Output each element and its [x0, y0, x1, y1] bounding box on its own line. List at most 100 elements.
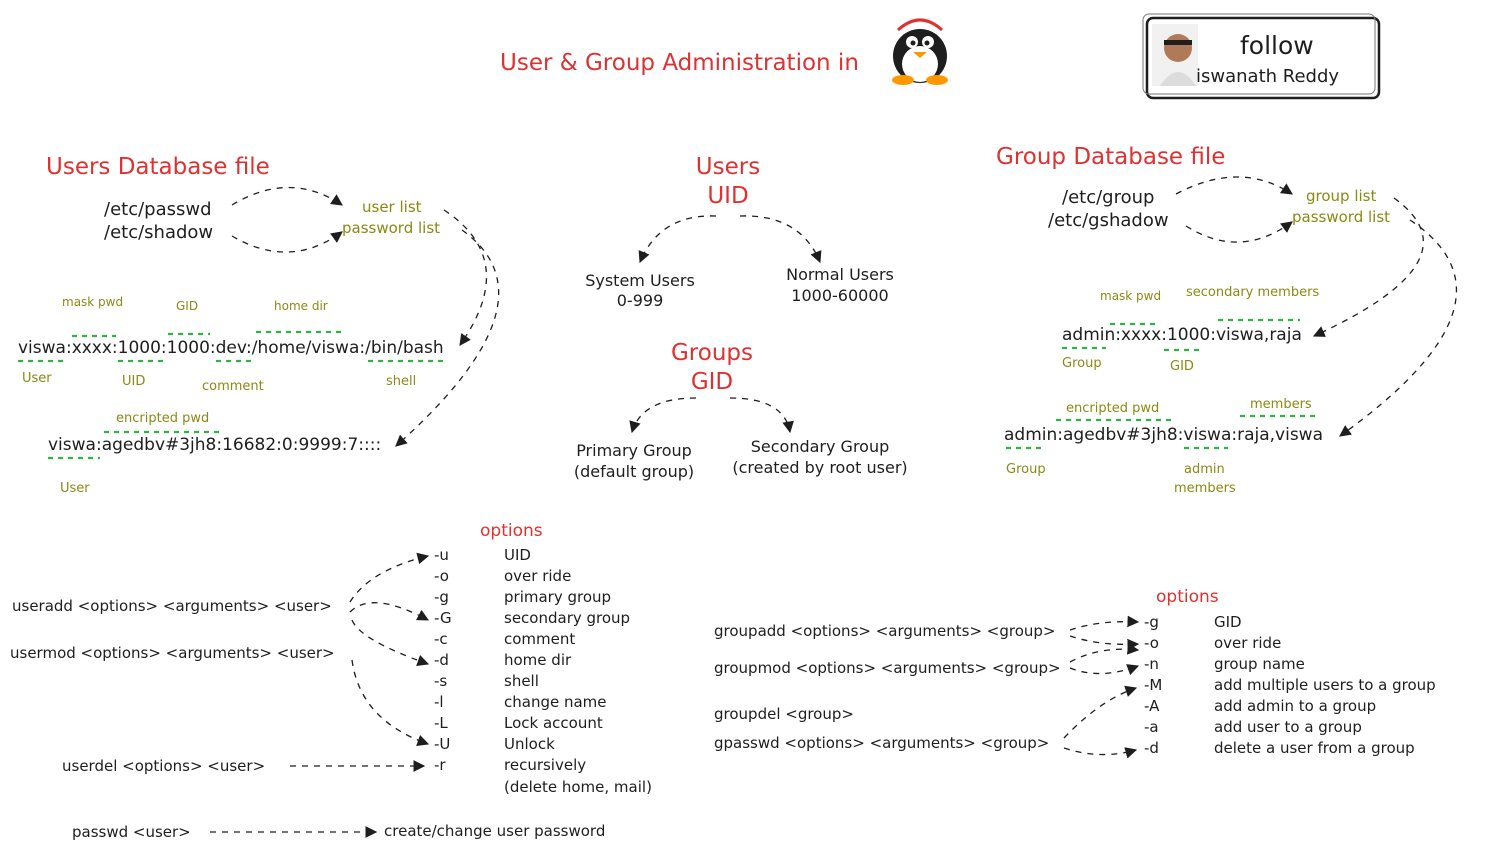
file-gshadow: /etc/gshadow — [1048, 210, 1169, 231]
user-option-desc: change name — [504, 693, 607, 711]
g-label-secondary-members: secondary members — [1186, 285, 1319, 300]
author-name: iswanath Reddy — [1196, 66, 1339, 87]
user-options-list: -u UID -o over ride -g primary group -G seconda… — [434, 546, 630, 774]
userdel-command: userdel <options> <user> — [62, 757, 265, 775]
group-option-desc: group name — [1214, 655, 1305, 673]
group-option-desc: delete a user from a group — [1214, 739, 1415, 757]
label-uid: UID — [122, 374, 145, 389]
user-option-desc: Lock account — [504, 714, 603, 732]
g-label-mask-pwd: mask pwd — [1100, 289, 1161, 303]
group-option-desc: GID — [1214, 613, 1242, 631]
avatar — [1152, 24, 1198, 86]
group-db-title: Group Database file — [996, 144, 1225, 170]
primary-group: Primary Group — [576, 441, 692, 460]
group-entry: admin:xxxx:1000:viswa,raja — [1062, 325, 1302, 345]
g-label-group-2: Group — [1006, 462, 1046, 477]
file-group: /etc/group — [1062, 187, 1154, 208]
user-option-flag: -s — [434, 672, 447, 690]
users-title: Users — [696, 154, 760, 180]
user-option-desc: shell — [504, 672, 539, 690]
passwd-entry: viswa:xxxx:1000:1000:dev:/home/viswa:/bi… — [18, 338, 444, 358]
user-option-desc: secondary group — [504, 609, 630, 627]
group-option-desc: add user to a group — [1214, 718, 1362, 736]
groupdel-command: groupdel <group> — [714, 705, 854, 723]
g-label-encripted-pwd: encripted pwd — [1066, 401, 1159, 416]
password-list-label: password list — [342, 219, 440, 237]
page-title: User & Group Administration in — [500, 50, 859, 76]
r-option-note: (delete home, mail) — [504, 778, 652, 796]
group-options-list: -g GID -o over ride -n group name -M add multip… — [1144, 613, 1436, 757]
group-option-flag: -d — [1144, 739, 1159, 757]
group-option-desc: over ride — [1214, 634, 1281, 652]
users-db-title: Users Database file — [46, 154, 270, 180]
user-option-desc: comment — [504, 630, 575, 648]
g-label-group: Group — [1062, 356, 1102, 371]
user-option-desc: Unlock — [504, 735, 555, 753]
user-option-flag: -r — [434, 756, 446, 774]
useradd-command: useradd <options> <arguments> <user> — [12, 597, 332, 615]
g-label-admin-members: members — [1174, 481, 1236, 496]
user-option-desc: recursively — [504, 756, 586, 774]
system-users-range: 0-999 — [617, 291, 664, 310]
user-option-desc: primary group — [504, 588, 611, 606]
user-option-flag: -L — [434, 714, 448, 732]
user-option-desc: UID — [504, 546, 531, 564]
secondary-group: Secondary Group — [751, 437, 890, 456]
groups-title: Groups — [671, 340, 753, 366]
label-gid: GID — [176, 299, 198, 313]
secondary-group-note: (created by root user) — [732, 458, 907, 477]
user-option-flag: -c — [434, 630, 448, 648]
g-label-admin: admin — [1184, 462, 1225, 477]
groupadd-command: groupadd <options> <arguments> <group> — [714, 622, 1056, 640]
user-list-label: user list — [362, 198, 422, 216]
linux-penguin-icon — [892, 18, 948, 85]
users-uid-title: UID — [707, 183, 748, 209]
group-option-flag: -n — [1144, 655, 1159, 673]
groupmod-command: groupmod <options> <arguments> <group> — [714, 659, 1061, 677]
shadow-entry: viswa:agedbv#3jh8:16682:0:9999:7:::: — [48, 435, 381, 455]
follow-label: follow — [1240, 31, 1314, 60]
user-option-desc: over ride — [504, 567, 571, 585]
file-passwd: /etc/passwd — [104, 199, 212, 220]
group-option-flag: -M — [1144, 676, 1162, 694]
passwd-description: create/change user password — [384, 822, 605, 840]
label-user-2: User — [60, 481, 90, 496]
normal-users: Normal Users — [786, 265, 894, 284]
label-encripted-pwd: encripted pwd — [116, 411, 209, 426]
group-password-list-label: password list — [1292, 208, 1390, 226]
user-option-flag: -U — [434, 735, 450, 753]
user-option-flag: -u — [434, 546, 449, 564]
user-option-flag: -d — [434, 651, 449, 669]
group-option-flag: -A — [1144, 697, 1160, 715]
g-label-gid: GID — [1170, 359, 1194, 374]
group-option-flag: -a — [1144, 718, 1159, 736]
group-option-desc: add admin to a group — [1214, 697, 1376, 715]
groups-gid-title: GID — [691, 369, 733, 395]
user-option-flag: -l — [434, 693, 444, 711]
g-label-members: members — [1250, 397, 1312, 412]
usermod-command: usermod <options> <arguments> <user> — [10, 644, 335, 662]
primary-group-note: (default group) — [574, 462, 694, 481]
user-options-title: options — [480, 521, 543, 541]
gshadow-entry: admin:agedbv#3jh8:viswa:raja,viswa — [1004, 425, 1323, 445]
system-users: System Users — [585, 271, 695, 290]
passwd-command: passwd <user> — [72, 823, 191, 841]
label-mask-pwd: mask pwd — [62, 295, 123, 309]
label-user: User — [22, 371, 52, 386]
group-option-flag: -g — [1144, 613, 1159, 631]
user-option-flag: -o — [434, 567, 449, 585]
user-option-desc: home dir — [504, 651, 572, 669]
file-shadow: /etc/shadow — [104, 222, 213, 243]
group-option-flag: -o — [1144, 634, 1159, 652]
label-comment: comment — [202, 379, 264, 394]
group-option-desc: add multiple users to a group — [1214, 676, 1436, 694]
user-option-flag: -G — [434, 609, 452, 627]
label-shell: shell — [386, 374, 416, 389]
follow-card[interactable]: follow iswanath Reddy — [1142, 13, 1381, 100]
label-home-dir: home dir — [274, 299, 328, 313]
normal-users-range: 1000-60000 — [791, 286, 888, 305]
user-option-flag: -g — [434, 588, 449, 606]
group-list-label: group list — [1306, 187, 1376, 205]
gpasswd-command: gpasswd <options> <arguments> <group> — [714, 734, 1049, 752]
